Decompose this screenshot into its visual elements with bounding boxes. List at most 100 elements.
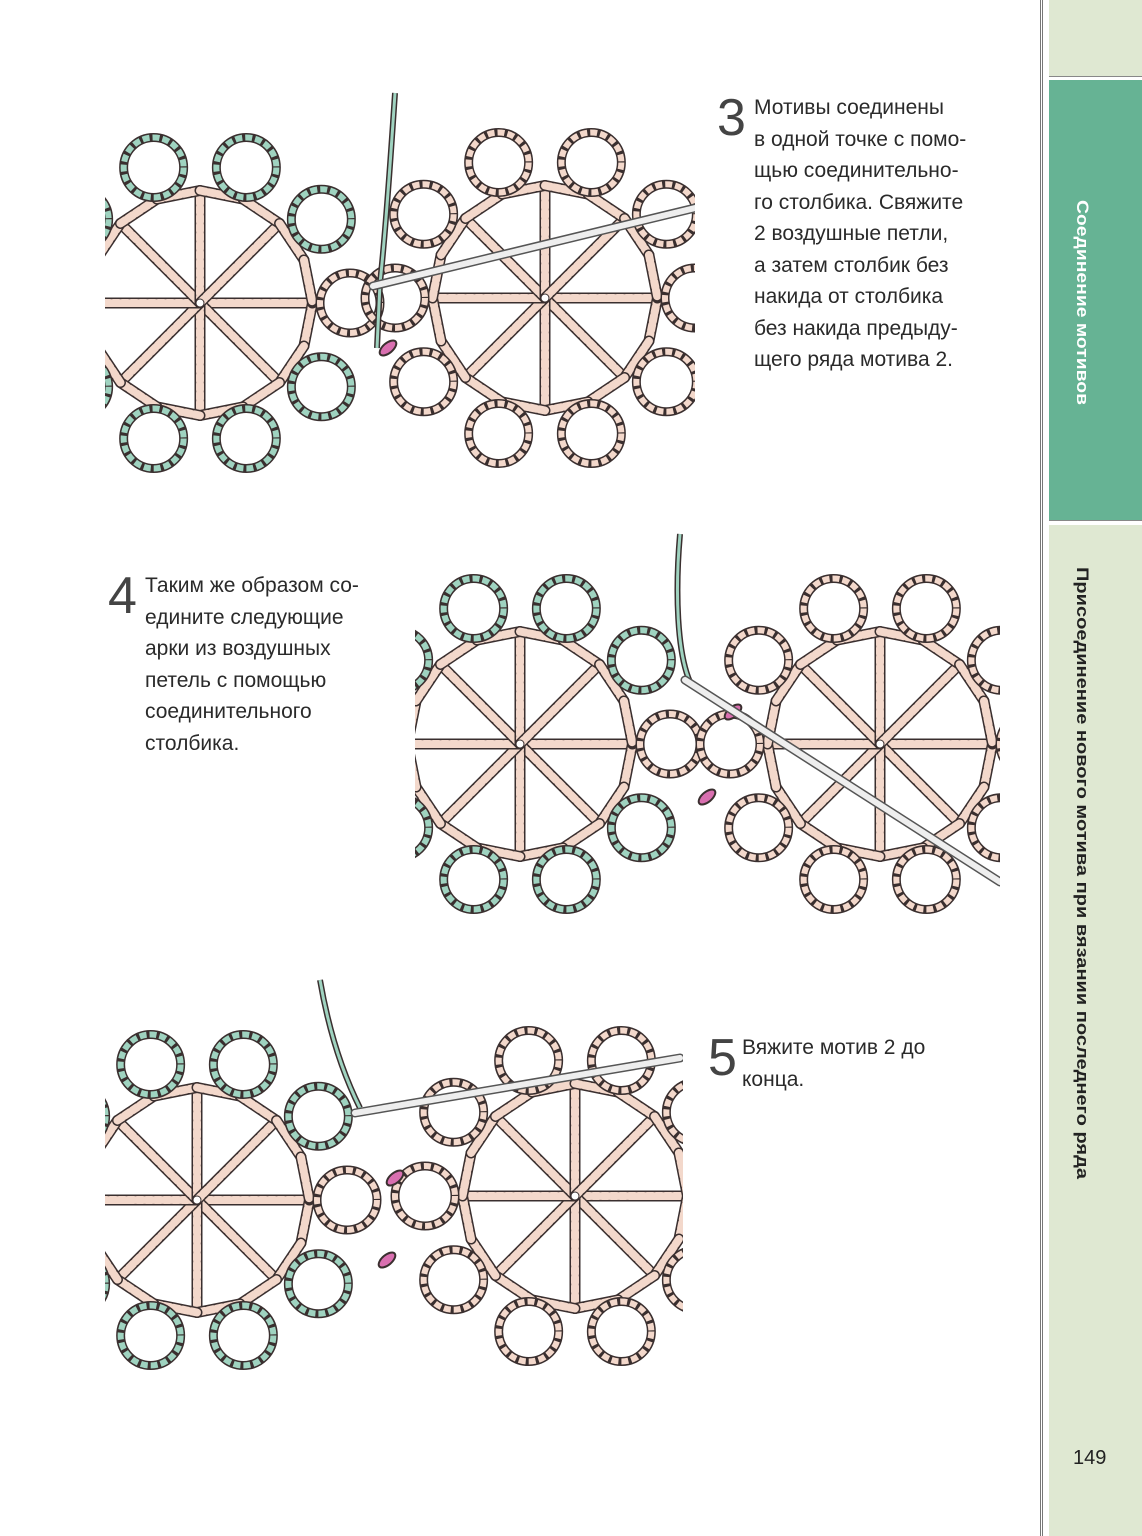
chain-loop xyxy=(117,1031,184,1098)
motif-center xyxy=(195,298,205,308)
page-number: 149 xyxy=(1073,1447,1107,1469)
stitch xyxy=(650,1112,683,1157)
stitch xyxy=(620,337,653,382)
stitch xyxy=(272,1239,305,1284)
chain-loop xyxy=(105,1101,109,1132)
subsection-title-wrapper: Присоединение нового мотива при вязании … xyxy=(1073,567,1092,1180)
stitch xyxy=(437,214,470,259)
subsection-title: Присоединение нового мотива при вязании … xyxy=(1073,567,1092,1180)
stitch xyxy=(614,1088,659,1121)
chain-loop xyxy=(662,265,695,331)
stitch xyxy=(772,660,805,705)
chain-loop xyxy=(968,794,1000,861)
stitch xyxy=(644,294,662,346)
chain-loop xyxy=(120,134,187,201)
chain-loop-outline xyxy=(660,263,695,333)
stitch xyxy=(979,696,997,748)
stitch xyxy=(796,636,841,669)
stitch xyxy=(799,663,884,748)
stitch xyxy=(516,663,601,748)
section-tab: Соединение мотивов xyxy=(1049,80,1142,521)
stitch xyxy=(559,636,604,669)
chain-loop xyxy=(105,199,112,240)
step-text: Вяжите мотив 2 до конца. xyxy=(742,1036,926,1091)
joining-stitch xyxy=(385,1169,405,1187)
chain-loop xyxy=(415,631,432,689)
chain-loop xyxy=(105,1268,109,1299)
chain-loop xyxy=(314,1167,380,1233)
stitch xyxy=(196,299,281,384)
stitch xyxy=(458,1192,476,1244)
stitch xyxy=(595,783,628,828)
step-text: Таким же образом со- едините следующие а… xyxy=(145,574,359,755)
chain-loop xyxy=(420,1079,487,1146)
chain-loop xyxy=(633,181,695,248)
chain-loop xyxy=(390,348,457,415)
stitch xyxy=(467,1235,500,1280)
chain-loop xyxy=(725,794,792,861)
illustration-step-3 xyxy=(105,92,695,474)
stitch xyxy=(299,299,317,351)
stitch xyxy=(272,1116,305,1161)
stitch xyxy=(876,663,961,748)
stitch xyxy=(437,337,470,382)
stitch xyxy=(919,636,964,669)
stitch xyxy=(415,783,445,828)
stitch xyxy=(196,222,281,307)
chain-loop xyxy=(210,1031,277,1098)
chain-loop xyxy=(213,134,280,201)
stitch xyxy=(436,819,481,852)
stitch xyxy=(619,696,637,748)
chain-loop xyxy=(392,1163,458,1229)
chain-loop xyxy=(608,794,675,861)
chain-loop xyxy=(465,129,532,196)
stitch xyxy=(105,1253,122,1284)
stitch xyxy=(516,740,601,825)
yarn-strand xyxy=(318,979,362,1109)
stitch xyxy=(464,294,549,379)
stitch xyxy=(415,660,445,705)
chain-loop xyxy=(558,129,625,196)
stitch xyxy=(464,217,549,302)
chain-loop xyxy=(633,348,695,415)
stitch xyxy=(193,1119,278,1204)
stitch xyxy=(650,1235,683,1280)
stitch xyxy=(955,783,988,828)
stitch xyxy=(763,740,781,792)
stitch xyxy=(955,660,988,705)
stitch xyxy=(119,299,204,384)
stitch xyxy=(439,740,524,825)
crochet-hook xyxy=(682,677,1000,885)
illustration-step-4 xyxy=(415,533,1000,915)
chain-loop xyxy=(415,799,432,857)
stitch xyxy=(559,819,604,852)
stitch xyxy=(113,1275,158,1308)
chain-loop xyxy=(362,265,428,331)
stitch xyxy=(876,740,961,825)
stitch xyxy=(296,1196,314,1248)
chain-loop xyxy=(213,405,280,472)
crochet-hook xyxy=(352,1055,683,1116)
stitch xyxy=(236,1092,281,1125)
stitch xyxy=(116,1196,201,1281)
stitch xyxy=(772,783,805,828)
stitch xyxy=(119,222,204,307)
step-number: 4 xyxy=(108,567,137,625)
motif-center xyxy=(875,739,885,749)
chain-loop xyxy=(725,627,792,694)
step-number: 3 xyxy=(717,89,746,147)
yarn-strand xyxy=(675,533,692,683)
stitch xyxy=(116,378,161,411)
joining-stitch xyxy=(378,339,398,357)
stitch xyxy=(979,740,997,792)
motif-center xyxy=(515,739,525,749)
crochet-hook xyxy=(370,205,695,289)
stitch xyxy=(461,373,506,406)
chain-loop-outline xyxy=(966,625,1000,695)
stitch xyxy=(491,1271,536,1304)
stitch xyxy=(113,1092,158,1125)
stitch xyxy=(299,255,317,307)
stitch xyxy=(436,636,481,669)
stitch xyxy=(439,663,524,748)
